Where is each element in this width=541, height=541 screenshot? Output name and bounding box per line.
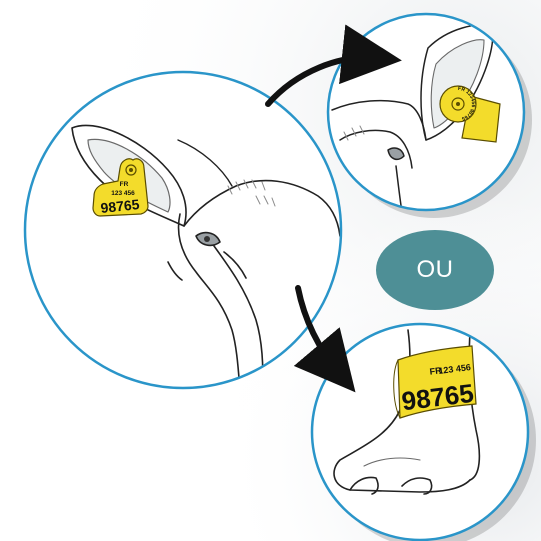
- main-ear-circle: [25, 72, 341, 392]
- ear-tag-country-code: FR: [120, 181, 129, 188]
- or-separator-badge: OU: [376, 230, 494, 310]
- pastern-band: FR 123 456 98765: [394, 346, 476, 418]
